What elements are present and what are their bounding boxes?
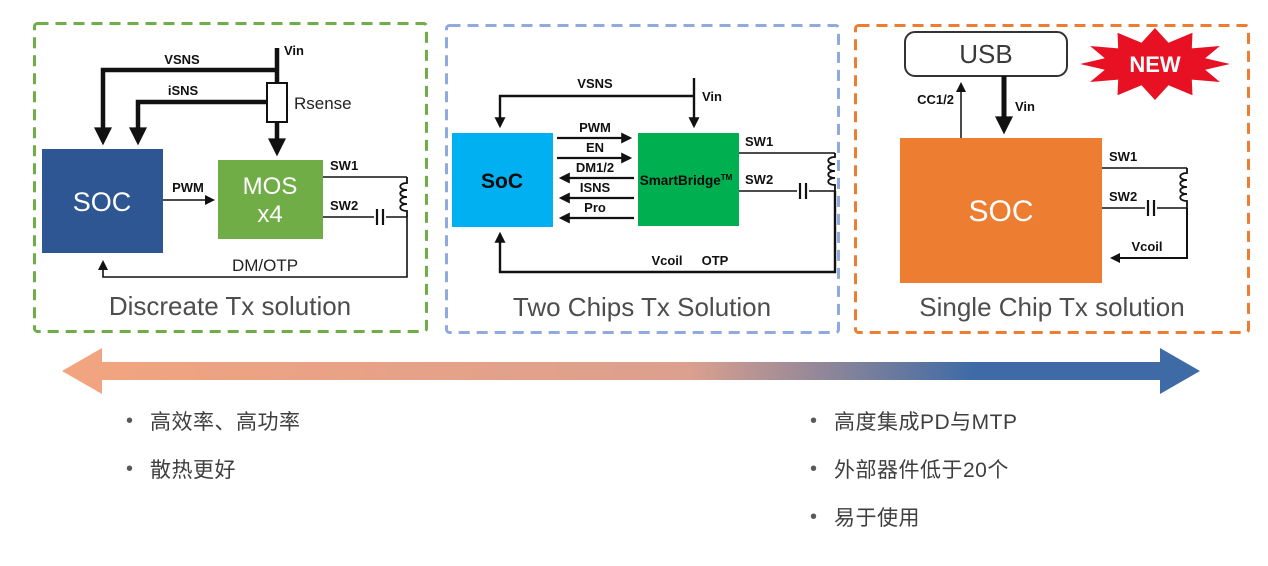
- inductor-icon: [1179, 168, 1188, 208]
- wire-dm-otp: [98, 217, 408, 278]
- panel-title: Discreate Tx solution: [109, 291, 351, 321]
- soc-block: [900, 138, 1102, 283]
- vcoil-label: Vcoil: [1131, 239, 1162, 254]
- otp-label: OTP: [702, 253, 729, 268]
- double-arrow-icon: [62, 348, 1200, 394]
- new-badge: NEW: [1080, 28, 1230, 100]
- wire-vcoil-otp-return: [494, 191, 837, 274]
- starburst-icon: [1080, 28, 1230, 100]
- panel-dashed-border: [33, 22, 428, 333]
- soc-block: [42, 149, 163, 253]
- panel-title: Two Chips Tx Solution: [513, 292, 771, 322]
- panel-dashed-border: [445, 24, 840, 334]
- wire-vcoil: [1110, 208, 1188, 263]
- soc-block-label: SOC: [73, 187, 132, 217]
- list-item: • 易于使用: [810, 502, 1018, 532]
- list-item: • 散热更好: [126, 454, 301, 484]
- bullet-text: 高度集成PD与MTP: [834, 411, 1018, 434]
- sw2-label: SW2: [745, 172, 773, 187]
- pro-label: Pro: [584, 200, 606, 215]
- right-bullet-list: • 高度集成PD与MTP • 外部器件低于20个 • 易于使用: [810, 406, 1018, 550]
- capacitor-icon: [1146, 200, 1156, 216]
- cc12-label: CC1/2: [917, 92, 954, 107]
- wire-group-top: [494, 78, 700, 129]
- capacitor-icon: [375, 209, 385, 225]
- vcoil-label: Vcoil: [651, 253, 682, 268]
- wire-group-output: [1102, 167, 1188, 263]
- bullet-dot: •: [126, 457, 134, 480]
- dm12-label: DM1/2: [576, 160, 614, 175]
- inductor-icon: [827, 153, 836, 191]
- en-label: EN: [586, 140, 604, 155]
- capacitor-icon: [798, 183, 808, 199]
- bullet-text: 高效率、高功率: [150, 411, 301, 434]
- smartbridge-block-label: SmartBridgeTM: [640, 173, 733, 188]
- smartbridge-tm-mark: TM: [721, 173, 733, 182]
- wire-group-usb: [956, 76, 1013, 138]
- vsns-label: VSNS: [164, 52, 200, 67]
- list-item: • 外部器件低于20个: [810, 454, 1018, 484]
- panel-dashed-border: [854, 24, 1250, 334]
- vin-label: Vin: [1015, 99, 1035, 114]
- rsense-resistor-icon: [266, 82, 288, 123]
- bullet-text: 散热更好: [150, 459, 236, 482]
- two-chips-tx-panel: SoC SmartBridgeTM VSNS Vin PWM EN DM1/2 …: [445, 24, 840, 334]
- smartbridge-block: [638, 133, 739, 226]
- sw1-label: SW1: [745, 134, 773, 149]
- list-item: • 高效率、高功率: [126, 406, 301, 436]
- wire-group-output: [494, 152, 837, 274]
- smartbridge-name: SmartBridge: [640, 173, 722, 188]
- mos-block-label-line2: x4: [257, 201, 282, 228]
- bullet-dot: •: [810, 409, 818, 432]
- discrete-tx-panel: SOC MOS x4 VSNS iSNS Vin Rsense PWM SW1 …: [33, 22, 428, 333]
- vsns-label: VSNS: [577, 76, 613, 91]
- mos-block: [218, 160, 323, 239]
- inductor-icon: [399, 177, 408, 217]
- pwm-label: PWM: [172, 180, 204, 195]
- vin-label: Vin: [284, 43, 304, 58]
- mos-block-label-line1: MOS: [243, 173, 298, 200]
- bullet-text: 易于使用: [834, 507, 920, 530]
- sw1-label: SW1: [1109, 149, 1137, 164]
- sw2-label: SW2: [1109, 189, 1137, 204]
- panel-title: Single Chip Tx solution: [919, 292, 1184, 322]
- sw2-label: SW2: [330, 198, 358, 213]
- soc-block-label: SOC: [968, 195, 1033, 228]
- vin-label: Vin: [702, 89, 722, 104]
- soc-block: [452, 133, 553, 227]
- soc-block-label: SoC: [481, 170, 523, 193]
- sw1-label: SW1: [330, 158, 358, 173]
- usb-block: [904, 31, 1068, 77]
- rsense-label: Rsense: [294, 94, 352, 113]
- bullet-dot: •: [126, 409, 134, 432]
- list-item: • 高度集成PD与MTP: [810, 406, 1018, 436]
- wire-group-output: [98, 176, 408, 278]
- dm-otp-label: DM/OTP: [232, 256, 298, 275]
- bullet-text: 外部器件低于20个: [834, 459, 1009, 482]
- single-chip-tx-panel: USB NEW SOC CC1/2 Vin SW1 SW2 Vcoil Sing…: [854, 24, 1250, 334]
- new-badge-label: NEW: [1129, 52, 1181, 77]
- bullet-dot: •: [810, 457, 818, 480]
- bullet-dot: •: [810, 505, 818, 528]
- isns-label: ISNS: [580, 180, 611, 195]
- usb-block-label: USB: [959, 39, 1012, 69]
- left-bullet-list: • 高效率、高功率 • 散热更好: [126, 406, 301, 502]
- tradeoff-axis-arrow: [62, 348, 1200, 394]
- wire-group-interchip: [557, 132, 634, 224]
- isns-label: iSNS: [168, 83, 199, 98]
- pwm-label: PWM: [579, 120, 611, 135]
